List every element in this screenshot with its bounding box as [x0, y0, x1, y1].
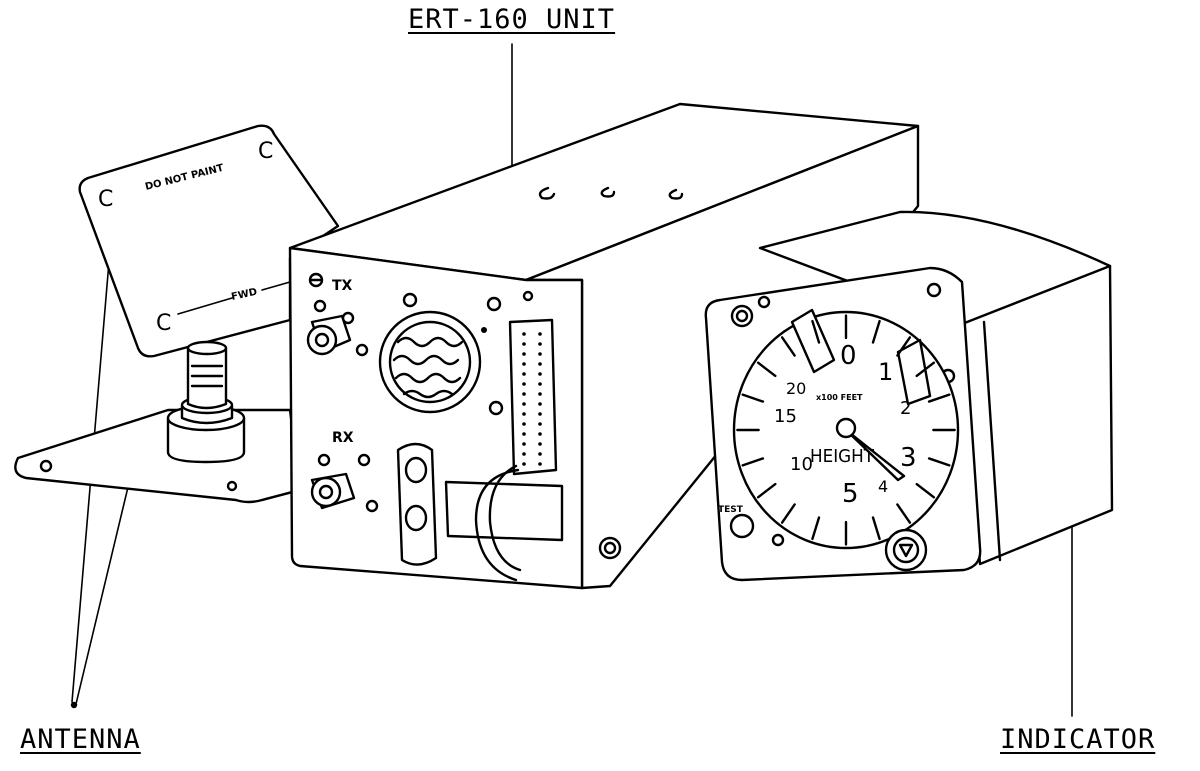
plate-corner-mark-bottom-left: C: [156, 311, 171, 336]
pin-dot: [538, 382, 542, 386]
antenna-leader-base: [75, 461, 135, 705]
dial-needle: [844, 428, 906, 482]
pin-dot: [538, 462, 542, 466]
dial-tick: [811, 319, 821, 344]
pin-dot: [522, 432, 526, 436]
pin-dot: [522, 372, 526, 376]
pin-dot: [538, 412, 542, 416]
dial-tick: [780, 336, 796, 357]
dial-unit-text: x100 FEET: [816, 393, 863, 402]
tx-label: TX: [332, 278, 353, 294]
pin-dot: [538, 442, 542, 446]
pin-dot: [538, 392, 542, 396]
dial-tick: [741, 393, 765, 403]
dial-tick: [871, 516, 881, 541]
pin-dot: [538, 452, 542, 456]
dial-tick: [811, 516, 821, 541]
pin-dot: [538, 342, 542, 346]
carry-handle: [474, 468, 520, 582]
height-indicator: 0 1 2 3 4 5 10 15 20 x100 FEET HEIGHT TE…: [704, 210, 1114, 582]
dial-numeral-1: 1: [878, 358, 893, 386]
dial-tick: [896, 336, 912, 357]
set-knob: [884, 528, 928, 572]
dial-numeral-4: 4: [878, 477, 888, 496]
base-mount-hole-left: [39, 459, 53, 473]
dial-ticks: [736, 314, 956, 546]
pin-dot: [522, 402, 526, 406]
pin-dot: [538, 332, 542, 336]
antenna-leader-root: [70, 701, 78, 709]
dial-needle-hub: [835, 417, 857, 439]
plate-corner-mark-top-left: C: [98, 187, 113, 212]
pin-dot: [522, 362, 526, 366]
pin-dot: [538, 422, 542, 426]
plate-corner-mark-top-right: C: [258, 139, 273, 164]
rx-connector: [310, 476, 342, 508]
tx-connector: [306, 324, 338, 356]
dial-tick: [915, 482, 936, 499]
pin-dot: [522, 382, 526, 386]
dial-numeral-15: 15: [774, 406, 797, 427]
dial-tick: [756, 482, 777, 499]
pin-dot: [522, 412, 526, 416]
pin-dot: [538, 362, 542, 366]
ert-160-unit-label: ERT-160 UNIT: [408, 4, 616, 35]
dial-tick: [915, 361, 936, 378]
dial-tick: [896, 503, 912, 524]
pin-strip-pins: [522, 332, 542, 466]
antenna-base: [14, 340, 302, 504]
rx-label: RX: [332, 430, 354, 446]
dial-tick: [741, 457, 765, 467]
dial-tick: [871, 319, 881, 344]
pin-dot: [522, 352, 526, 356]
dial-numeral-0: 0: [840, 341, 857, 371]
pin-dot: [538, 352, 542, 356]
dial-numeral-3: 3: [900, 443, 917, 473]
pin-dot: [538, 372, 542, 376]
pin-dot: [522, 462, 526, 466]
dial-numeral-2: 2: [900, 398, 911, 419]
pin-dot: [522, 392, 526, 396]
test-button: [729, 513, 755, 539]
antenna-upright-plate: C C C DO NOT PAINT FWD: [78, 124, 340, 358]
pin-dot: [522, 442, 526, 446]
dial-tick: [927, 393, 951, 403]
fwd-marking: FWD: [230, 287, 258, 303]
pin-dot: [538, 402, 542, 406]
front-label-window: [444, 480, 564, 542]
dial-numeral-5: 5: [842, 479, 859, 509]
indicator-label: INDICATOR: [1000, 724, 1156, 755]
dial-legend: HEIGHT: [810, 446, 875, 467]
pin-dot: [522, 452, 526, 456]
top-slot-3: [668, 188, 684, 200]
dial-numeral-20: 20: [786, 379, 806, 398]
dial-tick: [927, 457, 951, 467]
pin-strip-connector: [508, 318, 558, 476]
antenna-label: ANTENNA: [20, 724, 141, 755]
pin-dot: [538, 432, 542, 436]
base-mount-hole-right: [226, 480, 238, 492]
pin-dot: [522, 332, 526, 336]
test-label: TEST: [718, 505, 744, 515]
top-slot-2: [600, 186, 616, 198]
dial-tick: [756, 361, 777, 378]
dial-tick: [780, 503, 796, 524]
pin-dot: [522, 422, 526, 426]
pin-dot: [522, 342, 526, 346]
dial-numeral-10: 10: [790, 454, 813, 475]
top-slot-1: [538, 186, 556, 200]
